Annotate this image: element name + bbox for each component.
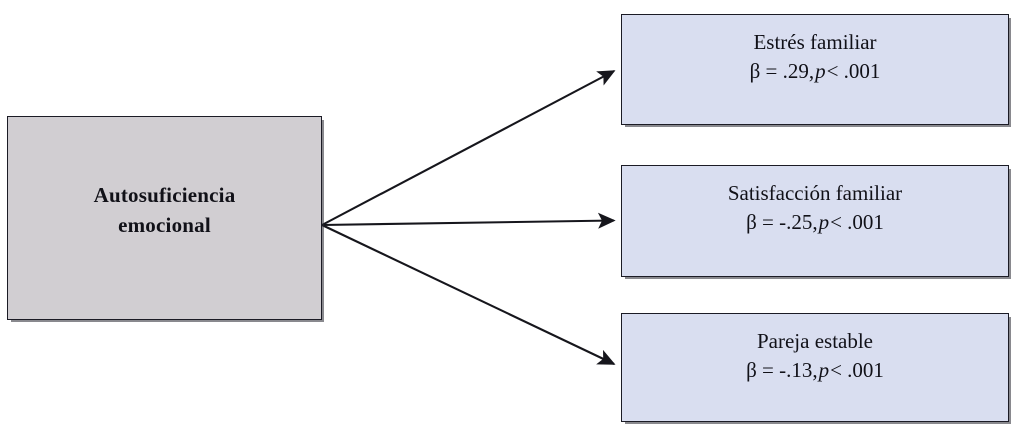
p-symbol: p: [815, 58, 826, 83]
node-satisfaccion-familiar: Satisfacción familiar β = -.25,p< .001: [621, 165, 1009, 277]
p-value: < .001: [826, 58, 881, 83]
outcome-statistics: β = .29,p< .001: [750, 58, 881, 86]
node-pareja-estable: Pareja estable β = -.13,p< .001: [621, 313, 1009, 422]
p-value: < .001: [830, 209, 884, 234]
p-symbol: p: [818, 209, 830, 234]
arrow-to-pareja-estable: [321, 224, 616, 365]
outcome-title: Pareja estable: [756, 329, 874, 353]
p-value: < .001: [830, 357, 884, 382]
node-estres-familiar: Estrés familiar β = .29,p< .001: [621, 14, 1009, 125]
p-symbol: p: [818, 357, 830, 382]
arrow-to-estres-familiar: [321, 70, 616, 226]
arrow-to-satisfaccion-familiar: [321, 212, 616, 229]
beta-value: β = -.25,: [746, 209, 818, 234]
beta-value: β = .29,: [749, 58, 815, 83]
node-autosuficiencia-emocional: Autosuficiencia emocional: [7, 116, 322, 320]
outcome-statistics: β = -.13,p< .001: [746, 357, 884, 385]
node-source-label-line2: emocional: [118, 213, 211, 237]
outcome-statistics: β = -.25,p< .001: [746, 209, 884, 237]
node-source-label-line1: Autosuficiencia: [93, 183, 236, 208]
outcome-title: Estrés familiar: [753, 30, 877, 54]
beta-value: β = -.13,: [746, 357, 818, 382]
outcome-title: Satisfacción familiar: [727, 181, 903, 205]
